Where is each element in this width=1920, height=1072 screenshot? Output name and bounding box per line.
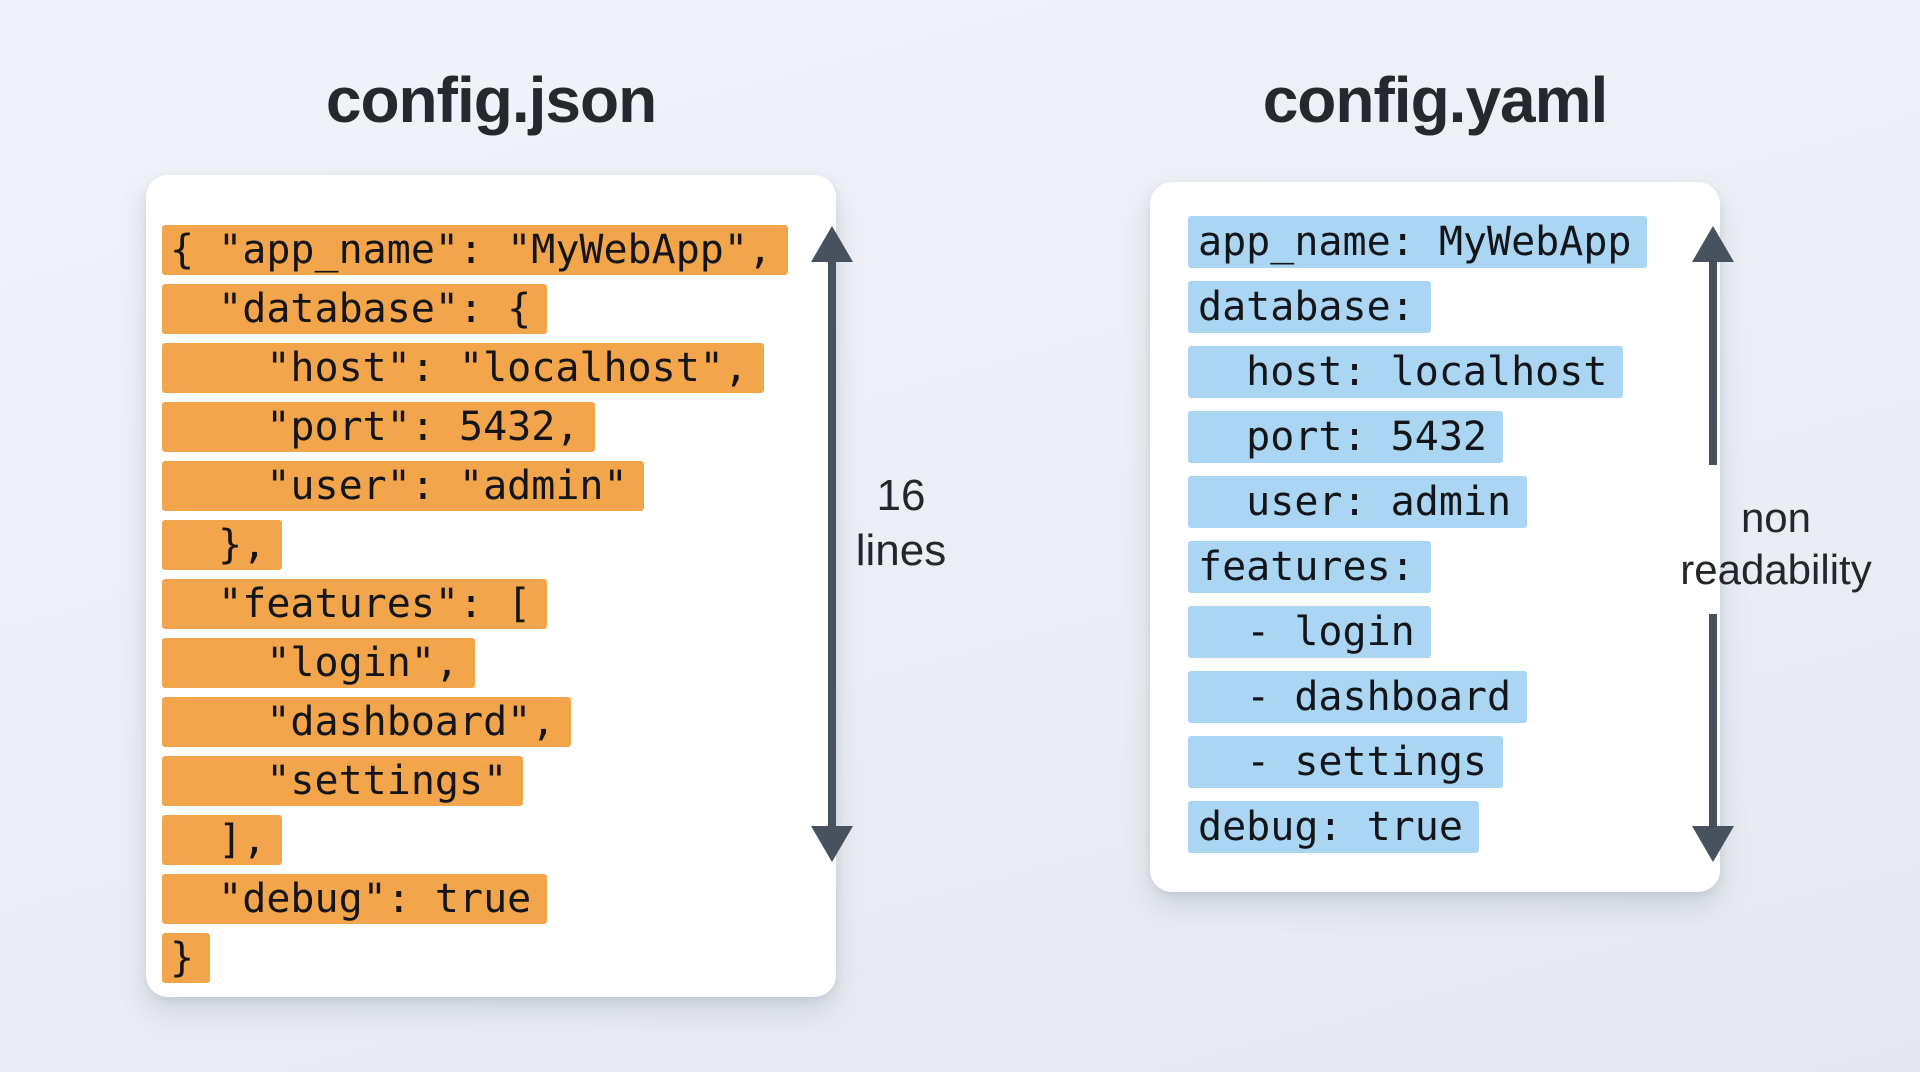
json-panel-title: config.json	[325, 64, 657, 136]
json-code-highlight: }	[162, 933, 211, 983]
yaml-code-highlight: - login	[1188, 606, 1431, 658]
json-code-highlight: "settings"	[162, 756, 524, 806]
json-code-highlight: "dashboard",	[162, 697, 572, 747]
json-code-line: { "app_name": "MyWebApp",	[162, 225, 836, 275]
arrow-up-head-icon	[811, 226, 853, 262]
yaml-code-highlight: debug: true	[1188, 801, 1479, 853]
arrow-shaft-lower	[1709, 614, 1717, 828]
readability-word2: readability	[1680, 546, 1872, 593]
yaml-code-card: app_name: MyWebApp database: host: local…	[1150, 182, 1720, 892]
yaml-code-highlight: user: admin	[1188, 476, 1528, 528]
yaml-code-highlight: port: 5432	[1188, 411, 1503, 463]
yaml-code-line: - dashboard	[1188, 671, 1720, 723]
arrow-up-head-icon	[1692, 226, 1734, 262]
json-code-line: "host": "localhost",	[162, 343, 836, 393]
yaml-code-line: port: 5432	[1188, 411, 1720, 463]
yaml-code-line: features:	[1188, 541, 1720, 593]
json-code-highlight: { "app_name": "MyWebApp",	[162, 225, 789, 275]
json-code-line: "database": {	[162, 284, 836, 334]
yaml-code-line: app_name: MyWebApp	[1188, 216, 1720, 268]
json-code-highlight: "login",	[162, 638, 475, 688]
json-code-highlight: "database": {	[162, 284, 548, 334]
yaml-code-line: - settings	[1188, 736, 1720, 788]
yaml-code-line: debug: true	[1188, 801, 1720, 853]
json-code-highlight: "debug": true	[162, 874, 548, 924]
json-code-line: },	[162, 520, 836, 570]
yaml-code-highlight: app_name: MyWebApp	[1188, 216, 1648, 268]
json-code-highlight: "port": 5432,	[162, 402, 596, 452]
arrow-down-head-icon	[811, 826, 853, 862]
arrow-shaft	[828, 258, 836, 830]
yaml-code-highlight: features:	[1188, 541, 1431, 593]
json-code-line: "features": [	[162, 579, 836, 629]
json-code-highlight: "features": [	[162, 579, 548, 629]
yaml-code-line: user: admin	[1188, 476, 1720, 528]
line-count-unit: lines	[855, 526, 947, 575]
json-code-line: "dashboard",	[162, 697, 836, 747]
yaml-code-line: host: localhost	[1188, 346, 1720, 398]
json-code-line: }	[162, 933, 836, 983]
json-code-line: "user": "admin"	[162, 461, 836, 511]
readability-label: non readability	[1644, 492, 1908, 596]
json-code-line: "port": 5432,	[162, 402, 836, 452]
json-code-highlight: "host": "localhost",	[162, 343, 764, 393]
json-code-card: { "app_name": "MyWebApp", "database": { …	[146, 175, 836, 997]
json-code-line: "settings"	[162, 756, 836, 806]
yaml-code-line: - login	[1188, 606, 1720, 658]
readability-word1: non	[1740, 494, 1812, 541]
yaml-panel-title: config.yaml	[1262, 64, 1609, 136]
yaml-code-highlight: - dashboard	[1188, 671, 1528, 723]
json-code-line: "debug": true	[162, 874, 836, 924]
json-code-highlight: },	[162, 520, 283, 570]
json-code-line: ],	[162, 815, 836, 865]
line-count-value: 16	[876, 471, 926, 520]
yaml-code-highlight: - settings	[1188, 736, 1503, 788]
json-code-line: "login",	[162, 638, 836, 688]
yaml-code-highlight: host: localhost	[1188, 346, 1624, 398]
yaml-code-highlight: database:	[1188, 281, 1431, 333]
yaml-code-line: database:	[1188, 281, 1720, 333]
json-code-highlight: ],	[162, 815, 283, 865]
line-count-label: 16 lines	[821, 468, 981, 578]
json-code-highlight: "user": "admin"	[162, 461, 644, 511]
arrow-shaft-upper	[1709, 258, 1717, 465]
arrow-down-head-icon	[1692, 826, 1734, 862]
